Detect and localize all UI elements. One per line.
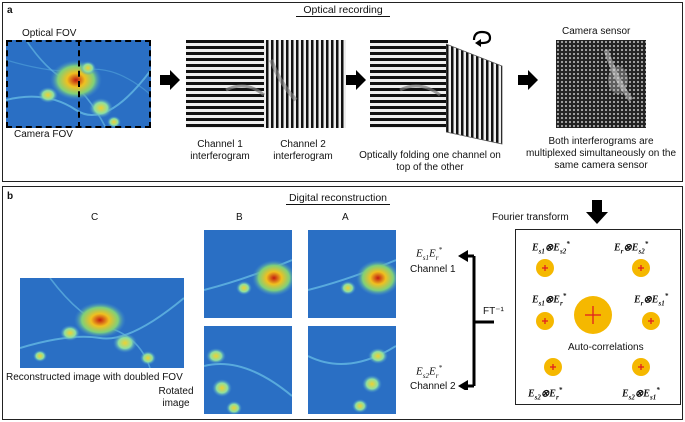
corr-r-s1: Er⊗Es1* <box>634 292 669 308</box>
reconstructed-image <box>20 278 184 368</box>
ft-inverse-bracket <box>458 250 494 390</box>
fourier-spots <box>536 259 660 376</box>
rotate-arrow-icon <box>472 30 492 47</box>
channel2-a-image <box>308 326 396 414</box>
channel-interferogram-image <box>186 40 346 128</box>
reconstructed-label: Reconstructed image with doubled FOV <box>6 372 183 383</box>
channel2-formula: Es2Er* <box>416 364 442 380</box>
camera-sensor-image <box>556 40 646 128</box>
arrow-down-icon <box>586 200 608 224</box>
corr-s1-r: Es1⊗Er* <box>532 292 567 308</box>
channel2-label: Channel 2 interferogram <box>273 139 333 162</box>
panel-b-title: Digital reconstruction <box>286 192 390 205</box>
fourier-box <box>515 229 681 405</box>
autocorr-label: Auto-correlations <box>568 342 644 353</box>
rotated-label: Rotated image <box>158 386 194 409</box>
channel2-b-image <box>204 326 292 414</box>
arrow-right-icon <box>346 70 366 90</box>
col-b-label: B <box>236 212 243 223</box>
optical-fov-label: Optical FOV <box>22 28 77 39</box>
folding-image <box>370 40 448 128</box>
channel1-a-image <box>308 230 396 318</box>
folded-channel-image <box>446 43 503 145</box>
channel1-label: Channel 1 interferogram <box>190 139 250 162</box>
panel-b <box>2 186 683 420</box>
channel1-b-image <box>204 230 292 318</box>
corr-s2-s1: Es2⊗Es1* <box>622 386 660 402</box>
folding-label: Optically folding one channel on top of … <box>359 150 501 173</box>
corr-s1-s2: Es1⊗Es2* <box>532 240 570 256</box>
channel1-formula: Es1Er* <box>416 246 442 262</box>
ft-inverse-label: FT⁻¹ <box>483 306 504 317</box>
fourier-label: Fourier transform <box>492 212 569 223</box>
panel-a-letter: a <box>7 5 13 16</box>
camera-sensor-label: Camera sensor <box>562 26 631 37</box>
channel2-b-label: Channel 2 <box>410 381 456 392</box>
arrow-right-icon <box>160 70 180 90</box>
optical-fov-image <box>6 40 151 128</box>
panel-a-title: Optical recording <box>296 4 390 17</box>
panel-b-letter: b <box>7 191 14 202</box>
arrow-right-icon <box>518 70 538 90</box>
col-a-label: A <box>342 212 349 223</box>
multiplexed-label: Both interferograms are multiplexed simu… <box>525 136 677 171</box>
corr-r-s2: Er⊗Es2* <box>614 240 649 256</box>
corr-s2-r: Es2⊗Er* <box>528 386 563 402</box>
channel1-b-label: Channel 1 <box>410 264 456 275</box>
camera-fov-label: Camera FOV <box>14 129 73 140</box>
col-c-label: C <box>91 212 99 223</box>
panel-a <box>2 2 683 182</box>
